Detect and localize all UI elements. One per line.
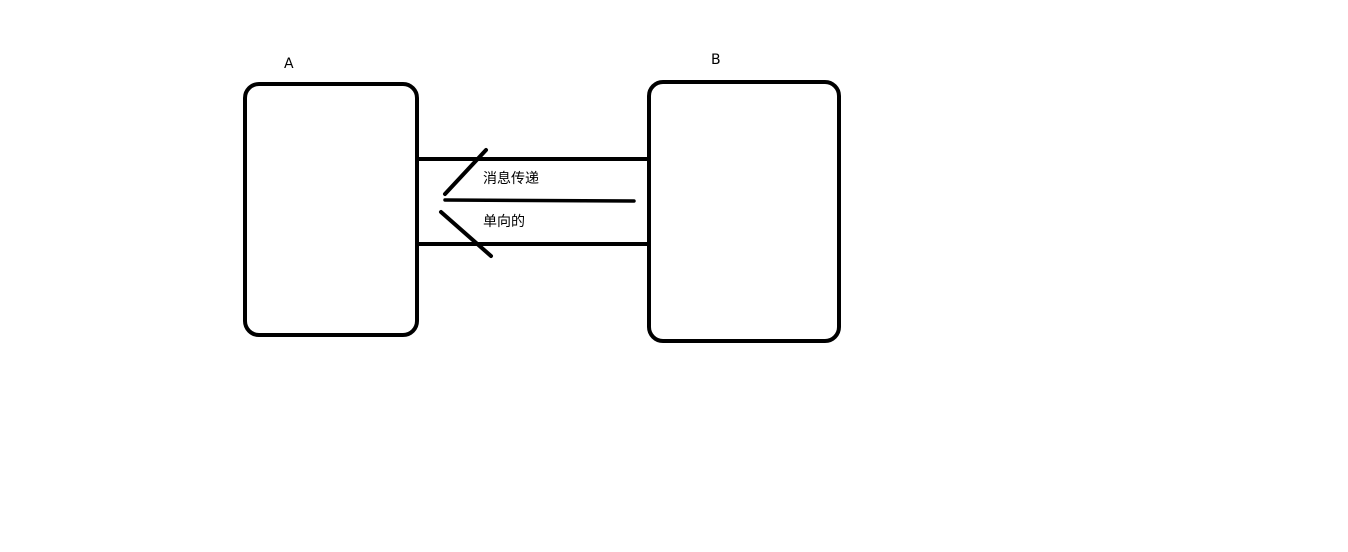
node-b: B	[647, 52, 841, 343]
node-a: A	[243, 56, 419, 337]
edge-label-one-way: 单向的	[483, 214, 525, 230]
edge-label-message-passing: 消息传递	[483, 170, 539, 187]
arrow-shaft	[443, 198, 636, 203]
node-a-label: A	[284, 56, 294, 72]
node-b-label: B	[711, 52, 721, 68]
arrow-b-to-a	[439, 148, 636, 258]
channel	[417, 157, 649, 246]
arrow-head-lower	[439, 210, 493, 258]
arrow-head-upper	[443, 148, 488, 196]
node-b-box	[647, 80, 841, 343]
node-a-box	[243, 82, 419, 337]
